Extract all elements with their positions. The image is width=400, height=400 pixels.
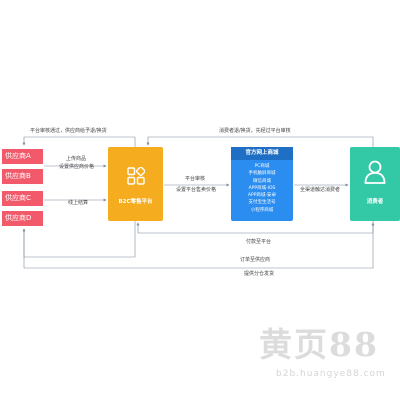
flow-label-supplier-price: 设置供应商价格	[59, 164, 95, 170]
mall-channel-pc: PC商城	[254, 164, 270, 169]
flow-label-settle: 线上结算	[68, 200, 89, 206]
flow-label-pay: 付款至平台	[246, 239, 272, 245]
flow-label-ship: 提供分仓发货	[244, 271, 275, 277]
flow-label-supplier-return: 平台审核通过，供应商给予退/换货	[30, 128, 107, 134]
supplier-c-box: 供应商C	[2, 191, 43, 206]
flow-label-upload: 上传商品	[66, 156, 87, 162]
flow-label-channel-reach: 全渠道触达消费者	[300, 187, 341, 193]
supplier-b-label: 供应商B	[5, 172, 31, 180]
supplier-d-box: 供应商D	[2, 211, 43, 226]
flow-label-set-price: 设置平台售卖价格	[176, 187, 217, 193]
mall-channel-mobile: 手机触屏商城	[248, 171, 276, 177]
mall-channel-android: APP商城-安卓	[247, 193, 277, 199]
mall-channel-alipay: 支付宝生活号	[248, 200, 276, 206]
watermark-logo: 黄页88	[259, 325, 379, 364]
flow-label-consumer-return: 消费者退/换货，先经过平台审核	[219, 128, 291, 134]
supplier-b-box: 供应商B	[2, 169, 43, 184]
official-mall-box: 官方网上商城 PC商城 手机触屏商城 微信商城 APP商城-IOS APP商城-…	[231, 147, 293, 221]
supplier-a-label: 供应商A	[5, 152, 31, 160]
user-icon	[364, 160, 386, 184]
supplier-c-label: 供应商C	[5, 194, 31, 202]
official-mall-title: 官方网上商城	[231, 147, 293, 160]
mall-channel-list: PC商城 手机触屏商城 微信商城 APP商城-IOS APP商城-安卓 支付宝生…	[231, 163, 293, 214]
mall-channel-ios: APP商城-IOS	[248, 185, 276, 191]
flow-label-audit: 平台审核	[185, 176, 206, 182]
consumer-title: 消费者	[366, 199, 384, 205]
mall-channel-miniprogram: 小程序商城	[250, 207, 274, 213]
watermark-url: b2b.huangye88.com	[276, 369, 386, 379]
consumer-box: 消费者	[350, 147, 400, 221]
flow-label-order: 订单至供应商	[240, 257, 271, 263]
supplier-d-label: 供应商D	[5, 214, 32, 222]
b2c-platform-box: B2C零售平台	[108, 147, 163, 221]
supplier-a-box: 供应商A	[2, 149, 43, 164]
b2c-platform-title: B2C零售平台	[118, 199, 153, 205]
mall-channel-wechat: 微信商城	[253, 178, 271, 184]
grid-apps-icon	[127, 167, 145, 185]
